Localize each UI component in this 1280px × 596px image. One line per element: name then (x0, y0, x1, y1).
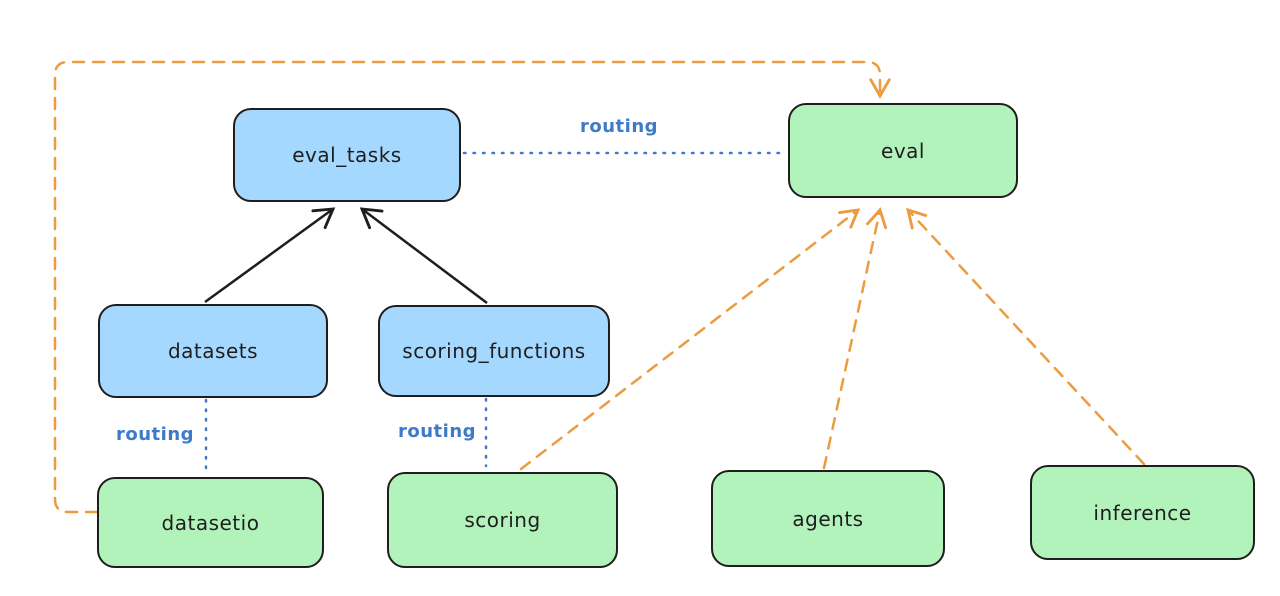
edge-inference-to-eval (906, 207, 1146, 466)
edge-label-routing-scoring-functions-scoring: routing (398, 421, 477, 442)
node-agents: agents (711, 470, 945, 567)
node-eval-tasks-label: eval_tasks (292, 143, 402, 167)
node-inference: inference (1030, 465, 1255, 560)
node-scoring-label: scoring (464, 508, 541, 532)
node-inference-label: inference (1093, 500, 1192, 525)
node-datasetio: datasetio (97, 477, 324, 568)
node-datasets-label: datasets (167, 339, 259, 363)
node-datasets: datasets (98, 304, 328, 398)
node-eval-label: eval (881, 138, 925, 163)
edge-scoring-functions-to-eval-tasks (359, 207, 488, 304)
node-agents-label: agents (792, 506, 864, 531)
node-scoring-functions: scoring_functions (378, 305, 610, 397)
edge-agents-to-eval (822, 207, 888, 470)
node-scoring: scoring (387, 472, 618, 568)
edge-datasetio-to-eval (53, 60, 891, 514)
node-datasetio-label: datasetio (161, 510, 260, 535)
node-scoring-functions-label: scoring_functions (402, 339, 586, 363)
edge-datasets-to-eval-tasks (204, 207, 336, 304)
node-eval: eval (788, 103, 1018, 198)
node-eval-tasks: eval_tasks (233, 108, 461, 202)
edge-scoring-to-eval (519, 208, 861, 471)
edge-label-routing-datasets-datasetio: routing (116, 424, 195, 445)
edge-label-routing-eval-tasks-eval: routing (580, 116, 659, 137)
